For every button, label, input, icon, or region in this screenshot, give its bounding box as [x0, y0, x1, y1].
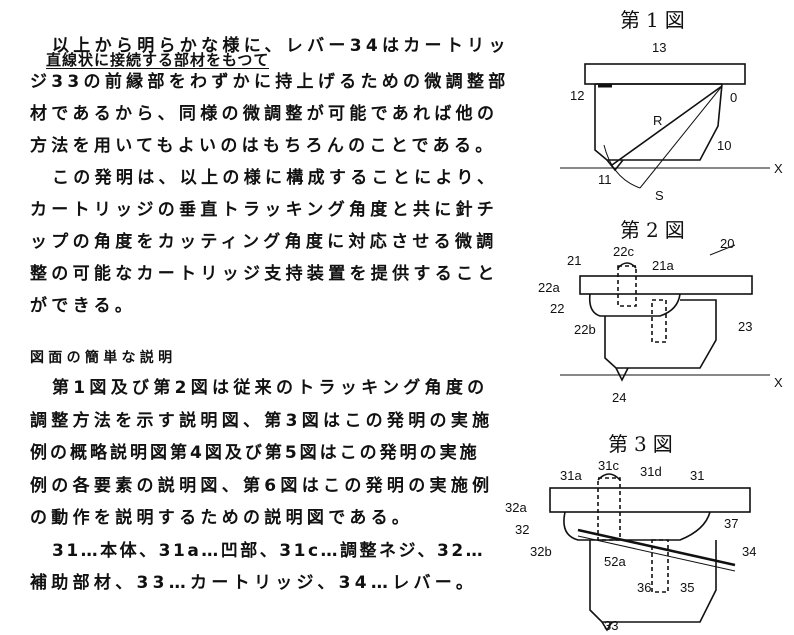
text-line: この発明は、以上の様に構成することにより、 — [52, 168, 499, 188]
fig2-label: 23 — [738, 319, 752, 334]
section-heading: 図面の簡単な説明 — [30, 350, 177, 366]
fig3-label: 32b — [530, 544, 552, 559]
fig1-label: S — [655, 188, 664, 203]
fig3-label: 37 — [724, 516, 738, 531]
fig1-label: X — [774, 161, 783, 176]
text-line: ップの角度をカッティング角度に対応させる微調 — [30, 232, 498, 252]
fig2-label: 21a — [652, 258, 674, 273]
fig3-label: 31 — [690, 468, 704, 483]
figure-2-drawing: 20 21 22c 21a 22a 22 22b 23 X 24 — [538, 236, 783, 405]
fig2-label: 22b — [574, 322, 596, 337]
figure-2-title: 第2図 — [620, 218, 691, 242]
fig3-label: 33 — [604, 618, 618, 633]
fig3-label: 31a — [560, 468, 582, 483]
text-line: 調整方法を示す説明図、第3図はこの発明の実施 — [30, 411, 494, 431]
figure-1-drawing: 13 12 0 R 10 X 11 S — [560, 40, 783, 203]
fig3-label: 34 — [742, 544, 756, 559]
fig1-label: 11 — [598, 172, 612, 187]
fig3-label: 31c — [598, 458, 619, 473]
text-line: 整の可能なカートリッジ支持装置を提供すること — [30, 264, 499, 284]
figure-3-drawing: 31c 31a 31d 31 32a 32 32b 37 34 52a 36 3… — [505, 458, 756, 633]
fig3-label: 52a — [604, 554, 626, 569]
text-line: 補助部材、33…カートリッジ、34…レバー。 — [30, 573, 478, 593]
fig3-label: 32a — [505, 500, 527, 515]
handwritten-insertion: 直線状に接続する部材をもつて — [46, 51, 270, 69]
fig2-label: 20 — [720, 236, 734, 251]
figure-1-title: 第1図 — [620, 8, 691, 32]
text-line: ができる。 — [30, 296, 137, 316]
fig3-label: 31d — [640, 464, 662, 479]
fig3-label: 36 — [637, 580, 651, 595]
fig1-label: 0 — [730, 90, 737, 105]
fig1-label: R — [653, 113, 662, 128]
text-line: の動作を説明するための説明図である。 — [30, 508, 414, 528]
figure-3-title: 第3図 — [608, 432, 679, 456]
text-line: 以上から明らかな様に、レバー34はカートリッ — [52, 36, 510, 56]
text-line: 例の概略説明図第4図及び第5図はこの発明の実施 — [30, 443, 480, 463]
text-line: 方法を用いてもよいのはもちろんのことである。 — [30, 136, 497, 156]
fig3-label: 35 — [680, 580, 694, 595]
fig2-label: 24 — [612, 390, 626, 405]
fig1-label: 12 — [570, 88, 584, 103]
text-line: 例の各要素の説明図、第6図はこの発明の実施例 — [30, 476, 494, 496]
fig2-label: X — [774, 375, 783, 390]
fig1-label: 13 — [652, 40, 666, 55]
fig1-label: 10 — [717, 138, 731, 153]
text-line: カートリッジの垂直トラッキング角度と共に針チ — [30, 200, 499, 220]
fig2-label: 22c — [613, 244, 634, 259]
text-line: 材であるから、同様の微調整が可能であれば他の — [30, 104, 499, 124]
fig2-label: 22a — [538, 280, 560, 295]
text-line: ジ33の前縁部をわずかに持上げるための微調整部 — [30, 72, 510, 92]
text-line: 31…本体、31a…凹部、31c…調整ネジ、32… — [52, 541, 486, 561]
text-line: 第1図及び第2図は従来のトラッキング角度の — [52, 378, 489, 398]
fig3-label: 32 — [515, 522, 529, 537]
fig2-label: 22 — [550, 301, 564, 316]
fig2-label: 21 — [567, 253, 581, 268]
